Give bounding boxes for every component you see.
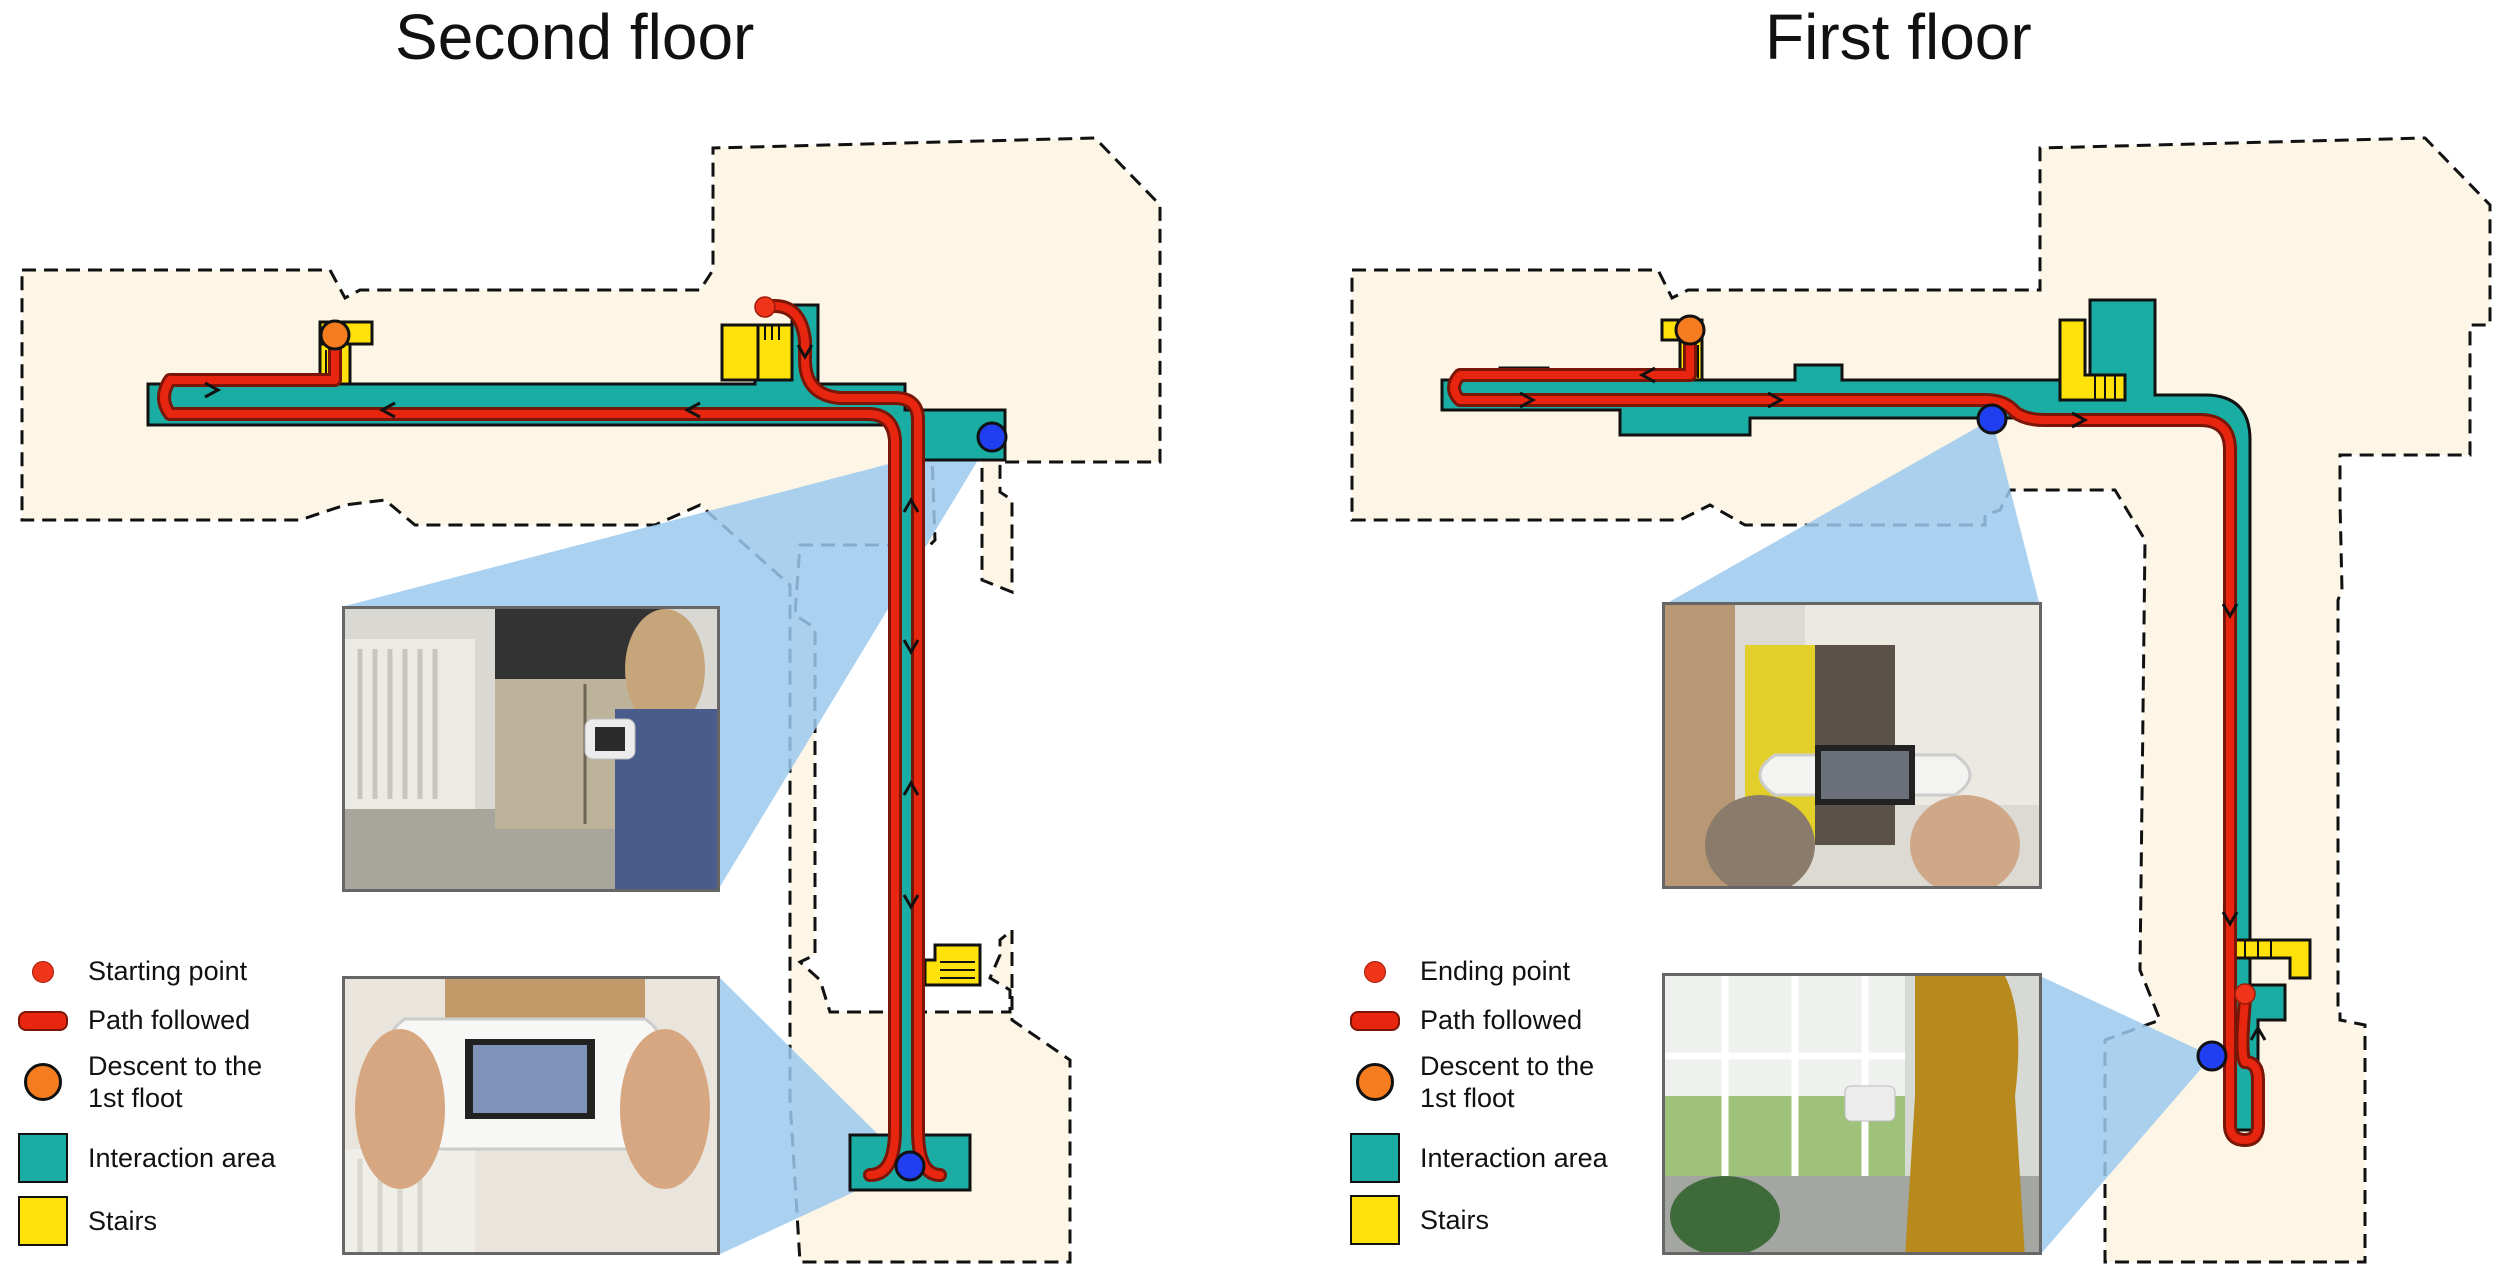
first-floor-camera-view-cone-2: [2040, 976, 2212, 1255]
photo-second-floor-cabinet: [342, 606, 720, 892]
second-floor-camera-point-2: [894, 1150, 926, 1182]
second-floor-camera-view-cone-1: [345, 437, 992, 890]
first-floor-camera-view-cone-1: [1662, 419, 2040, 606]
second-floor-descent-point: [319, 319, 351, 351]
legend-label: Stairs: [1420, 1204, 1490, 1235]
first-floor-legend: Ending point Path followed Descent to th…: [1350, 955, 1650, 1255]
second-floor-camera-point-1: [976, 421, 1008, 453]
stairs-icon: [18, 1196, 68, 1246]
descent-icon: [24, 1063, 62, 1101]
second-floor-stairs-right: [923, 943, 982, 987]
legend-label: Path followed: [1420, 1005, 1583, 1035]
photo-first-floor-bins: [1662, 602, 2042, 889]
starting-point-icon: [32, 960, 54, 983]
stairs-icon: [1350, 1195, 1400, 1245]
legend-item-descent: Descent to the 1st floot: [1350, 1050, 1594, 1114]
legend-label: Stairs: [88, 1205, 158, 1236]
first-floor-descent-point: [1674, 314, 1706, 346]
legend-label: Starting point: [88, 956, 248, 986]
second-floor-title: Second floor: [395, 1, 755, 73]
first-floor-title: First floor: [1765, 1, 2032, 73]
second-floor-stairs-top-middle: [720, 323, 794, 382]
legend-item-descent: Descent to the 1st floot: [18, 1050, 262, 1114]
legend-item-path-followed: Path followed: [1350, 1004, 1582, 1037]
legend-label: Interaction area: [1420, 1142, 1608, 1173]
first-floor-ending-point: [2234, 983, 2256, 1005]
first-floor-camera-point-1: [1976, 403, 2008, 435]
interaction-area-icon: [18, 1133, 68, 1183]
legend-label: Ending point: [1420, 956, 1571, 986]
path-icon: [18, 1010, 68, 1031]
legend-item-stairs: Stairs: [18, 1196, 157, 1246]
legend-label: Path followed: [88, 1005, 251, 1035]
legend-label: Descent to the 1st floot: [1420, 1051, 1595, 1113]
first-floor-camera-point-2: [2196, 1040, 2228, 1072]
legend-label: Interaction area: [88, 1142, 276, 1173]
interaction-area-icon: [1350, 1133, 1400, 1183]
first-floor-path-followed: [1447, 328, 2267, 1147]
legend-item-interaction-area: Interaction area: [18, 1133, 276, 1183]
photo-second-floor-handheld: [342, 976, 720, 1255]
legend-item-interaction-area: Interaction area: [1350, 1133, 1608, 1183]
legend-item-starting-point: Starting point: [18, 955, 247, 988]
legend-item-stairs: Stairs: [1350, 1195, 1489, 1245]
first-floor-stairs-top-middle: [2058, 318, 2127, 402]
descent-icon: [1356, 1063, 1394, 1101]
legend-item-path-followed: Path followed: [18, 1004, 250, 1037]
path-icon: [1350, 1010, 1400, 1031]
legend-item-ending-point: Ending point: [1350, 955, 1570, 988]
photo-first-floor-window: [1662, 973, 2042, 1255]
second-floor-legend: Starting point Path followed Descent to …: [18, 955, 318, 1255]
ending-point-icon: [1364, 960, 1386, 983]
second-floor-starting-point: [754, 296, 776, 318]
second-floor-path-followed: [157, 299, 947, 1182]
legend-label: Descent to the 1st floot: [88, 1051, 263, 1113]
